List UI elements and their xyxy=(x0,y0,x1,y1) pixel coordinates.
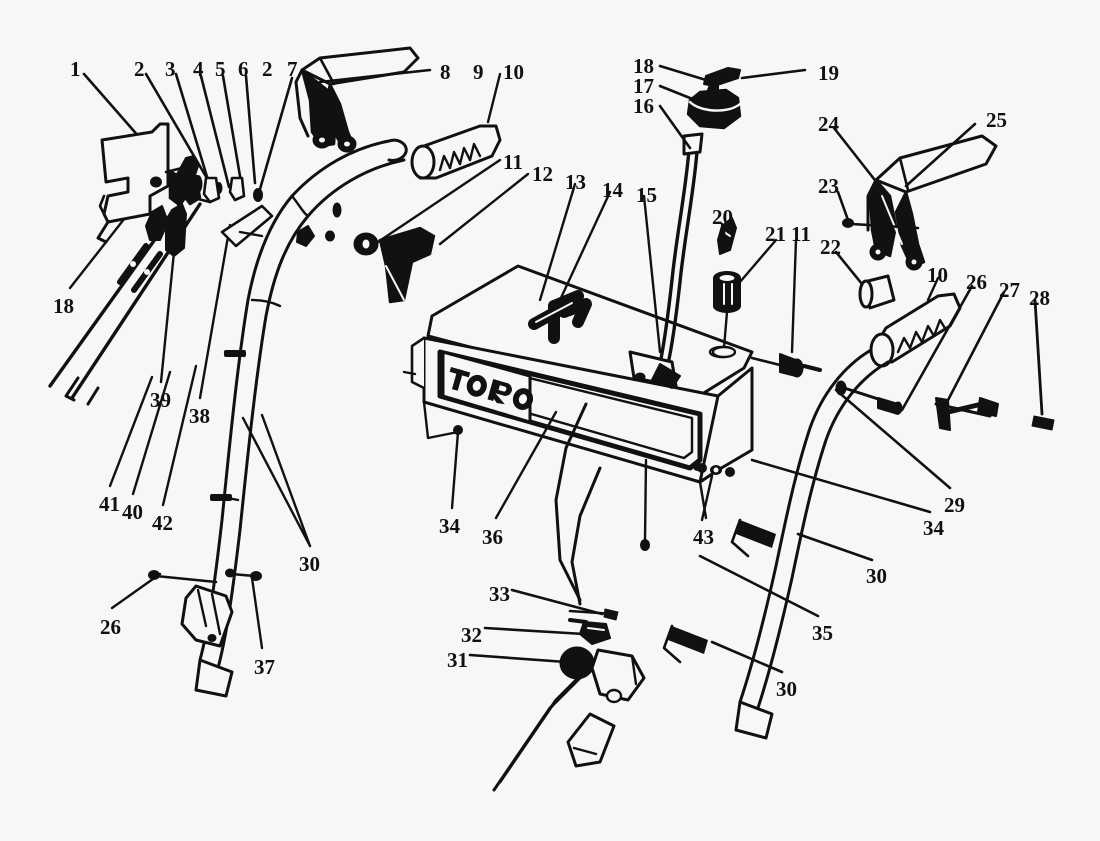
toro-wordmark xyxy=(449,367,534,411)
callout-number-11: 11 xyxy=(503,150,523,174)
callout-number-26: 26 xyxy=(966,270,987,294)
callout-number-10: 10 xyxy=(927,263,948,287)
small-parts-left-handle xyxy=(220,202,342,248)
callout-number-41: 41 xyxy=(99,492,120,516)
callout-number-9: 9 xyxy=(473,60,484,84)
part-10-grip-left xyxy=(410,124,502,180)
callout-number-25: 25 xyxy=(986,108,1007,132)
callout-number-22: 22 xyxy=(820,235,841,259)
callout-number-26: 26 xyxy=(100,615,121,639)
callout-number-17: 17 xyxy=(633,74,654,98)
callout-number-31: 31 xyxy=(447,648,468,672)
part-rods-left xyxy=(48,194,202,400)
callout-number-14: 14 xyxy=(602,178,623,202)
callout-number-8: 8 xyxy=(440,60,451,84)
handlebar-left-tube xyxy=(194,138,408,698)
handlebar-right-tube xyxy=(734,348,890,740)
part-27-rod-assembly xyxy=(934,397,999,431)
part-12-lever xyxy=(353,226,436,304)
part-28-screw xyxy=(1031,298,1055,431)
callout-number-2: 2 xyxy=(262,57,273,81)
callout-number-4: 4 xyxy=(193,57,204,81)
callout-number-19: 19 xyxy=(818,61,839,85)
callout-number-2: 2 xyxy=(134,57,145,81)
callout-number-1: 1 xyxy=(70,57,81,81)
part-19-pin xyxy=(703,67,741,87)
callout-number-34: 34 xyxy=(923,516,944,540)
panel-right-fittings xyxy=(697,463,735,477)
callout-number-15: 15 xyxy=(636,183,657,207)
callout-number-39: 39 xyxy=(150,388,171,412)
callout-number-28: 28 xyxy=(1029,286,1050,310)
callout-number-12: 12 xyxy=(532,162,553,186)
callout-number-23: 23 xyxy=(818,174,839,198)
callout-number-30: 30 xyxy=(299,552,320,576)
callout-number-20: 20 xyxy=(712,205,733,229)
callout-number-35: 35 xyxy=(812,621,833,645)
callout-number-33: 33 xyxy=(489,582,510,606)
callout-number-40: 40 xyxy=(122,500,143,524)
callout-number-18: 18 xyxy=(53,294,74,318)
part-cluster-detail xyxy=(164,164,246,206)
callout-number-27: 27 xyxy=(999,278,1020,302)
callout-number-30: 30 xyxy=(776,677,797,701)
callout-number-36: 36 xyxy=(482,525,503,549)
part-7-upper-bracket xyxy=(294,46,420,153)
part-21-bushing xyxy=(713,271,741,313)
leader-lines-left xyxy=(82,72,294,202)
part-17-shift-knob xyxy=(686,79,742,130)
part-32-fitting xyxy=(568,618,611,645)
callout-number-16: 16 xyxy=(633,94,654,118)
callout-number-18: 18 xyxy=(633,54,654,78)
callout-number-24: 24 xyxy=(818,112,839,136)
part-1-bracket xyxy=(100,122,170,224)
callout-number-37: 37 xyxy=(254,655,275,679)
part-15-shift-rod xyxy=(628,132,704,389)
lower-left-flap xyxy=(566,712,616,768)
callout-number-11: 11 xyxy=(791,222,811,246)
part-25-right-bracket xyxy=(866,134,998,271)
callout-number-29: 29 xyxy=(944,493,965,517)
callout-number-7: 7 xyxy=(287,57,298,81)
callout-number-21: 21 xyxy=(765,222,786,246)
callout-number-38: 38 xyxy=(189,404,210,428)
part-lower-left-plate xyxy=(180,584,234,648)
part-1-tab xyxy=(96,220,110,244)
callout-number-10: 10 xyxy=(503,60,524,84)
part-rod-ends xyxy=(64,376,100,406)
handlebar-left-clamps xyxy=(210,350,246,501)
lower-linkage-rods xyxy=(492,402,602,792)
part-43-fasteners xyxy=(693,461,701,471)
callout-number-6: 6 xyxy=(238,57,249,81)
callout-number-30: 30 xyxy=(866,564,887,588)
callout-number-5: 5 xyxy=(215,57,226,81)
part-22-bushing xyxy=(858,274,896,310)
callout-number-34: 34 xyxy=(439,514,460,538)
panel-top-fasteners xyxy=(711,345,822,378)
part-10-grip-right xyxy=(869,292,962,368)
callout-number-43: 43 xyxy=(693,525,714,549)
part-31-bracket xyxy=(590,648,646,704)
callout-number-13: 13 xyxy=(565,170,586,194)
callout-number-3: 3 xyxy=(165,57,176,81)
callout-number-42: 42 xyxy=(152,511,173,535)
shift-pattern-highlight xyxy=(535,302,573,323)
leader-lines-lower-left xyxy=(68,184,312,650)
callout-number-32: 32 xyxy=(461,623,482,647)
handlebar-right-clamps xyxy=(668,520,776,654)
